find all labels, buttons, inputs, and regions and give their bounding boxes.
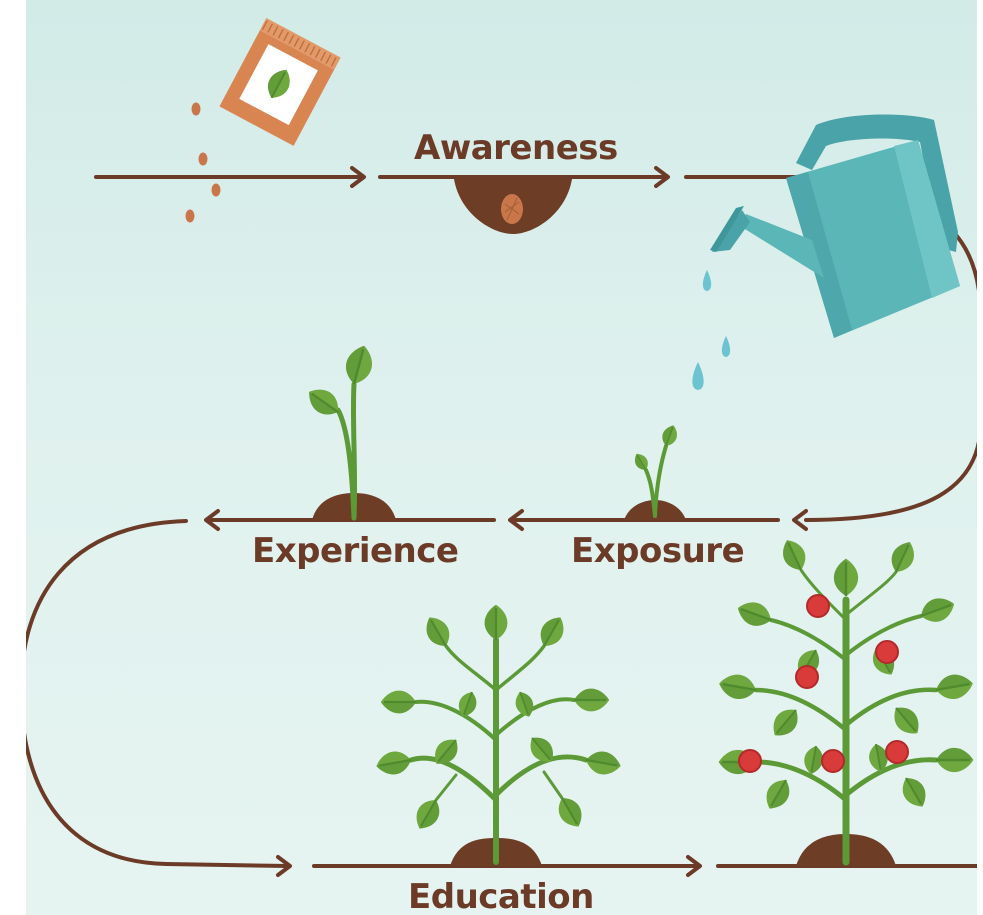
seed-icon <box>185 209 195 223</box>
seed-icon <box>191 102 201 116</box>
seed-packet-icon <box>219 18 341 146</box>
stage-label-awareness: Awareness <box>414 128 618 168</box>
fruit-tree-icon <box>716 534 976 866</box>
diagram-artwork <box>26 18 977 877</box>
sprout-icon <box>624 422 686 520</box>
fruit-icon <box>738 749 762 773</box>
water-drop-icon <box>721 336 731 357</box>
plant-icon <box>373 604 624 866</box>
arrow-3 <box>792 509 808 531</box>
seedling-icon <box>301 341 396 521</box>
arrow-6 <box>276 855 292 877</box>
awareness-soil <box>454 179 572 234</box>
stage-label-education: Education <box>408 877 594 915</box>
fruit-icon <box>875 640 899 664</box>
falling-seeds <box>185 102 221 223</box>
growth-cycle-diagram: Awareness Exposure Experience Education <box>26 0 977 915</box>
stage-label-experience: Experience <box>252 531 459 571</box>
water-drops <box>692 270 731 390</box>
water-drop-icon <box>692 362 704 390</box>
arrow-5 <box>204 509 220 531</box>
left-curve <box>26 519 290 868</box>
stage-label-exposure: Exposure <box>571 531 745 571</box>
seed-icon <box>211 183 221 197</box>
water-drop-icon <box>702 270 712 291</box>
fruit-icon <box>806 594 830 618</box>
arrow-7 <box>686 855 702 877</box>
arrow-4 <box>508 509 524 531</box>
fruits <box>738 594 909 773</box>
arrow-1 <box>350 166 366 188</box>
arrow-2 <box>654 166 670 188</box>
fruit-icon <box>885 740 909 764</box>
fruit-icon <box>795 665 819 689</box>
seed-icon <box>198 152 208 166</box>
watering-can-icon <box>710 114 960 338</box>
fruit-icon <box>821 749 845 773</box>
